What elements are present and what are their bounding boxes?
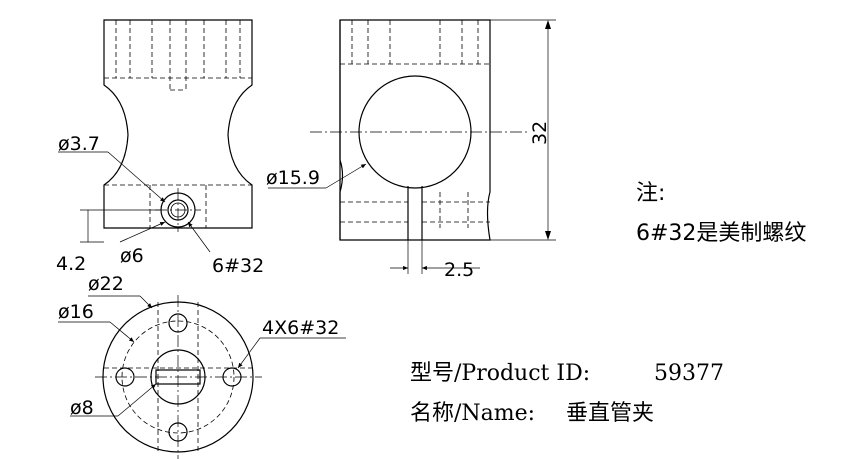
dim-thread-side: 6#32 bbox=[212, 255, 264, 277]
side-view-dimensions: ø15.9 32 2.5 bbox=[266, 19, 556, 281]
front-view bbox=[103, 19, 253, 232]
product-id-label: 型号/Product ID: bbox=[410, 361, 590, 386]
note-block: 注: 6#32是美制螺纹 bbox=[636, 181, 806, 246]
name-label: 名称/Name: bbox=[410, 401, 535, 426]
dim-height: 32 bbox=[529, 121, 551, 145]
dim-inner-dia: ø8 bbox=[70, 397, 94, 419]
front-view-dimensions: ø3.7 4.2 ø6 6#32 bbox=[56, 133, 264, 277]
note-title: 注: bbox=[636, 181, 665, 206]
dim-bore-dia: ø15.9 bbox=[266, 167, 320, 189]
name-value: 垂直管夹 bbox=[566, 401, 654, 426]
dim-slot-width: 2.5 bbox=[444, 259, 474, 281]
dim-outer-dia: ø22 bbox=[88, 273, 124, 295]
dim-bolt-circle-dia: ø16 bbox=[58, 301, 94, 323]
dim-holes-spec: 4X6#32 bbox=[262, 317, 339, 339]
bottom-view-dimensions: ø22 ø16 4X6#32 ø8 bbox=[58, 273, 346, 419]
info-block: 型号/Product ID: 59377 名称/Name: 垂直管夹 bbox=[410, 361, 724, 426]
product-id-value: 59377 bbox=[654, 361, 724, 386]
dim-hole-dia-small: ø3.7 bbox=[58, 133, 100, 155]
side-view bbox=[310, 19, 530, 241]
bottom-view bbox=[95, 295, 262, 459]
note-text: 6#32是美制螺纹 bbox=[636, 221, 806, 246]
dim-counterbore-dia: ø6 bbox=[120, 245, 144, 267]
dim-offset: 4.2 bbox=[56, 253, 86, 275]
